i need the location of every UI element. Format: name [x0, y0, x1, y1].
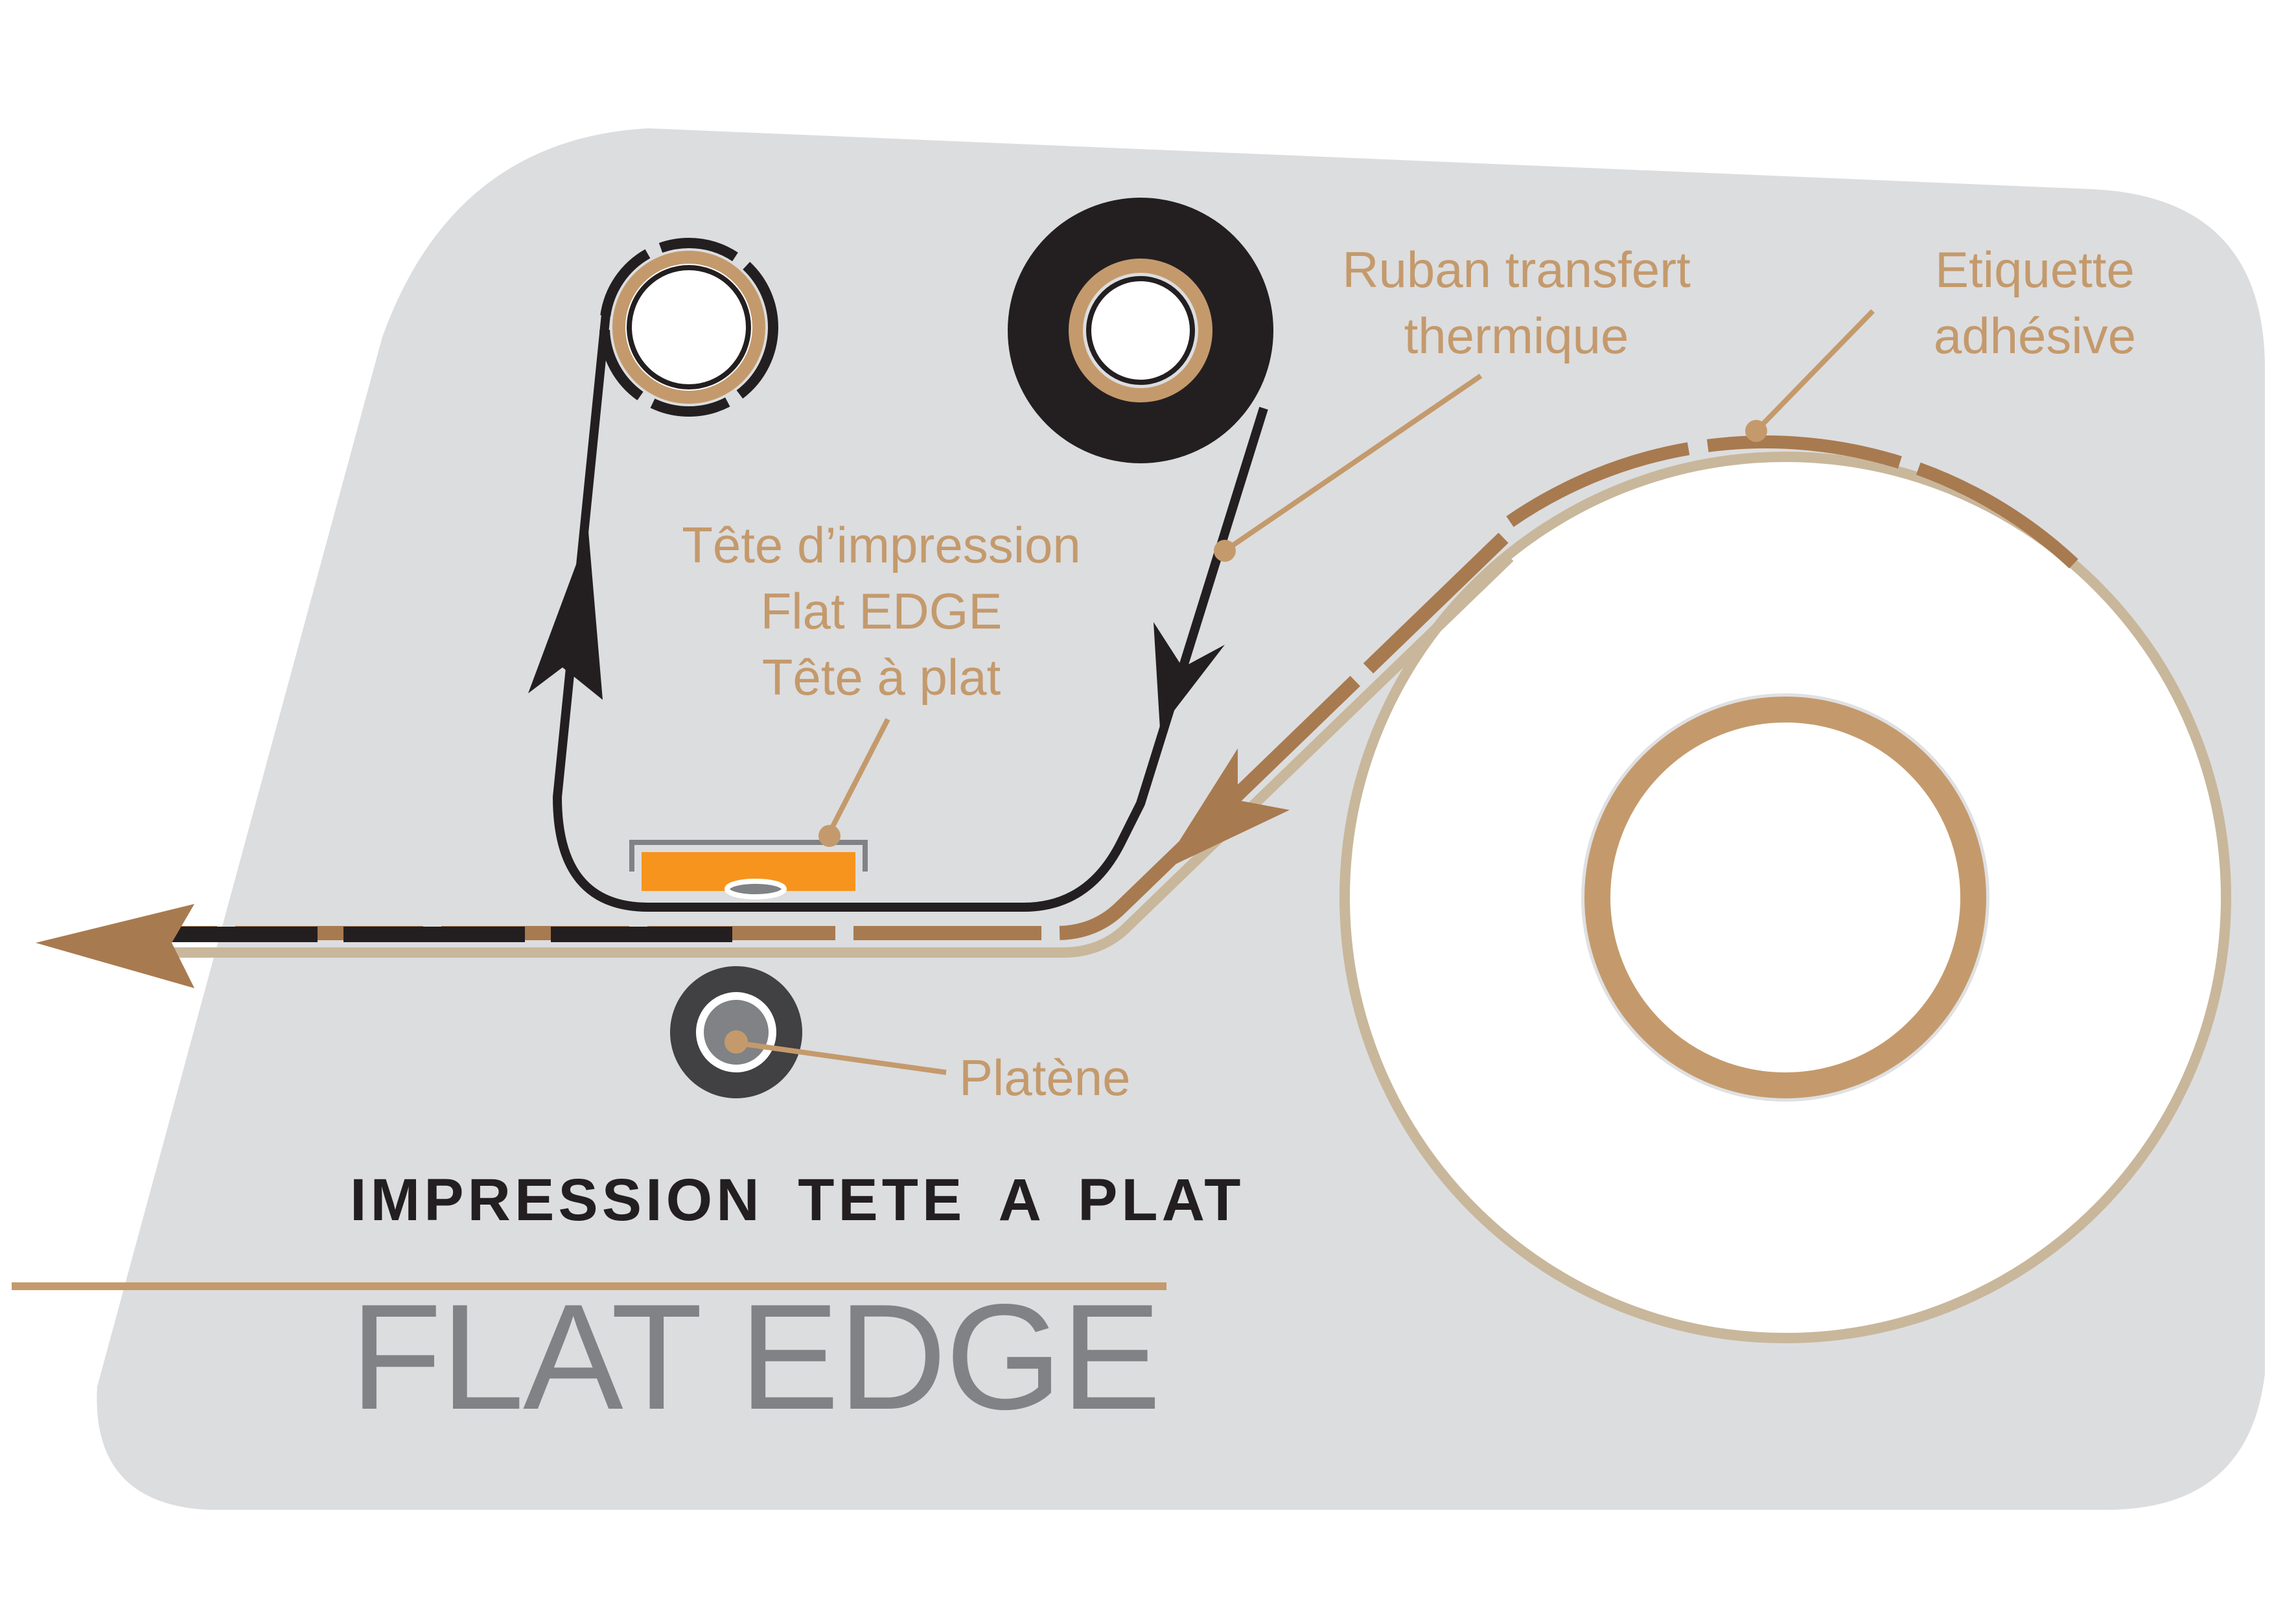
diagram-title: FLAT EDGE	[350, 1273, 1161, 1441]
leader-dots	[818, 420, 1767, 847]
ribbon-label: Ruban transfert thermique	[1342, 241, 1691, 364]
print-head-label: Tête d’impression Flat EDGE Tête à plat	[682, 516, 1081, 706]
platen-roller	[670, 966, 802, 1098]
label-arrow-left-icon	[36, 904, 194, 988]
label-stock-label: Etiquette adhésive	[1933, 241, 2137, 364]
print-head	[629, 840, 868, 899]
ribbon-supply-roll	[1008, 198, 1273, 463]
label-arrow-diagonal-icon	[1160, 748, 1290, 872]
label-strip	[168, 435, 2078, 958]
leader-lines	[738, 309, 1875, 1075]
label-roll	[1339, 452, 2231, 1343]
ribbon-arrow-down-icon	[1154, 622, 1225, 729]
ribbon-arrow-up-icon	[528, 531, 603, 700]
thermal-ribbon-path	[168, 314, 1268, 942]
diagram-subtitle: IMPRESSION TETE A PLAT	[350, 1167, 1245, 1233]
ribbon-takeup-roll	[599, 238, 778, 417]
platen-label: Platène	[959, 1049, 1131, 1106]
